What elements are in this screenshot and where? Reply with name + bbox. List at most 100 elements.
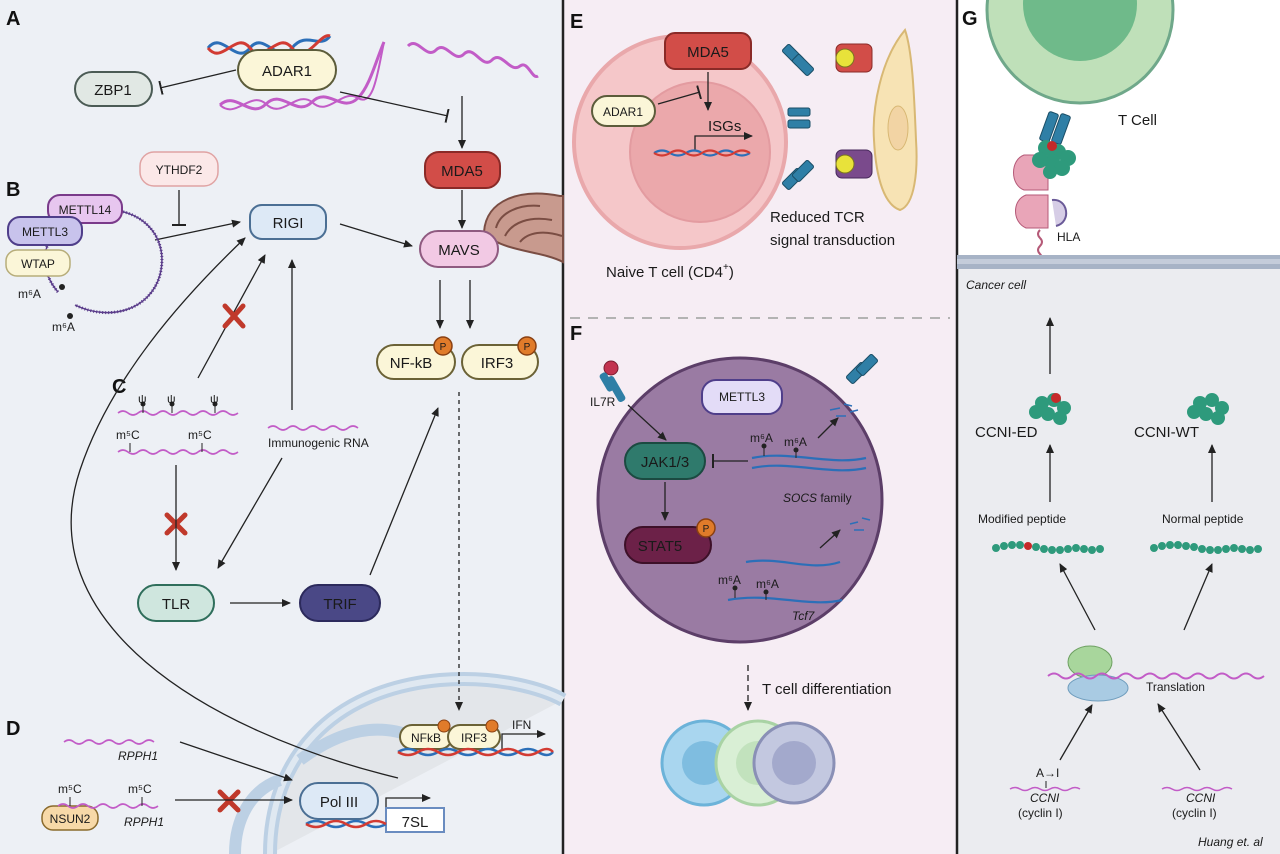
mavs-label: MAVS [438, 242, 479, 259]
cyclin-label: (cyclin I) [1172, 806, 1217, 820]
pol3-label: Pol III [320, 794, 358, 811]
ythdf2-node[interactable] [139, 151, 219, 187]
e-adar1-label: ADAR1 [603, 105, 643, 119]
socs-label: SOCS family [783, 491, 852, 505]
ccni-label: CCNI [1030, 791, 1060, 805]
mettl3-label: METTL3 [22, 225, 68, 239]
nfkb-node[interactable] [376, 344, 456, 380]
m5c-label: m⁵C [116, 428, 140, 442]
irf3-node[interactable] [461, 344, 539, 380]
pol3-node[interactable] [299, 782, 379, 820]
cancer-cell-label: Cancer cell [966, 278, 1026, 292]
irf3-label: IRF3 [481, 355, 514, 372]
reduced-tcr-label-1: Reduced TCR [770, 209, 865, 226]
phospho-dot [485, 719, 499, 733]
e-mda5-node[interactable] [664, 32, 752, 70]
f-mettl3-node[interactable] [701, 379, 783, 415]
phospho-badge [517, 336, 537, 356]
zbp1-label: ZBP1 [94, 82, 132, 99]
t-cell-f [596, 356, 884, 644]
peptide-cluster-icon [1029, 393, 1071, 425]
sl7-box[interactable] [385, 807, 445, 833]
psi-label: ψ [167, 392, 176, 406]
phospho-badge [433, 336, 453, 356]
m6a-dot [793, 447, 799, 453]
tcf7-mrna [727, 559, 843, 604]
jak-node[interactable] [624, 442, 706, 480]
panel-label-b: B [6, 179, 20, 201]
panel-label-g: G [962, 8, 978, 30]
phospho-dot [437, 719, 451, 733]
phospho-label: P [524, 342, 531, 353]
trif-node[interactable] [299, 584, 381, 622]
arrow-socs-decay [817, 417, 839, 439]
inhibit-adar1-mda5 [339, 91, 450, 123]
socs-mrna [751, 454, 867, 472]
arrow-trans-modified [1059, 563, 1096, 631]
dna-helix [653, 149, 751, 157]
ribosome-icon [1067, 645, 1129, 702]
dna-helix [305, 819, 387, 829]
tcr-receptor-icon [846, 354, 878, 384]
panel-label-d: D [6, 718, 20, 740]
peptide-cluster-icon [1187, 393, 1229, 425]
m6a-label: m⁶A [784, 435, 807, 449]
mda5-node[interactable] [424, 151, 501, 189]
psi-dot [212, 401, 218, 407]
arrow-trans-normal [1183, 563, 1213, 631]
m6a-mark [67, 313, 73, 319]
arrow-tcf7-decay [819, 529, 841, 549]
inhibit-adar1-zbp1 [158, 69, 237, 95]
e-mda5-label: MDA5 [687, 44, 729, 61]
mettl14-label: METTL14 [59, 203, 112, 217]
arrow-il7r-jak [627, 404, 667, 441]
m6a-label: m⁶A [718, 573, 741, 587]
nsun2-label: NSUN2 [50, 812, 91, 826]
isgs-promoter-arrow [694, 132, 753, 150]
translation-label: Translation [1146, 680, 1205, 694]
nfkb-label: NF-kB [390, 355, 433, 372]
stat5-node[interactable] [624, 526, 712, 564]
phospho-label: P [440, 342, 447, 353]
rpph1-mod-strand [57, 803, 159, 809]
modified-peptide-label: Modified peptide [978, 512, 1066, 526]
tcr-receptor-icon [782, 44, 814, 190]
mavs-node[interactable] [419, 230, 499, 268]
wtap-label: WTAP [21, 257, 55, 271]
arrow-imm-tlr [217, 457, 283, 569]
wtap-node[interactable] [5, 249, 71, 277]
m6a-dot [732, 585, 738, 591]
hla-label: HLA [1057, 230, 1080, 244]
arrow-ccni-ed-trans [1059, 704, 1093, 761]
rigi-node[interactable] [249, 204, 327, 240]
degraded-rna-icon [829, 403, 859, 417]
adar1-label: ADAR1 [262, 63, 312, 80]
m6a-label: m⁶A [756, 577, 779, 591]
f-mettl3-label: METTL3 [719, 390, 765, 404]
ifn-label: IFN [512, 718, 531, 732]
tlr-node[interactable] [137, 584, 215, 622]
arrow-ccni-wt-trans [1157, 703, 1201, 771]
rpph1-rna-strand [63, 739, 155, 745]
psi-label: ψ [138, 392, 147, 406]
e-adar1-node[interactable] [591, 95, 656, 127]
psi-dot [140, 401, 146, 407]
adar1-node[interactable] [237, 49, 337, 91]
panel-label-a: A [6, 8, 20, 30]
phospho-badge [696, 518, 716, 538]
peptide-chain [1150, 541, 1262, 554]
irf3-nuc-label: IRF3 [461, 731, 487, 745]
immunogenic-rna-label: Immunogenic RNA [268, 436, 369, 450]
psi-label: ψ [210, 392, 219, 406]
mhc-complex-icon [835, 43, 873, 179]
reduced-tcr-label-2: signal transduction [770, 232, 895, 249]
stat5-label: STAT5 [638, 538, 682, 555]
il7r-receptor-icon [599, 360, 626, 403]
degraded-rna-icon [849, 517, 871, 531]
mettl3-node[interactable] [7, 216, 83, 246]
rpph1-label: RPPH1 [124, 815, 164, 829]
sl7-label: 7SL [402, 814, 429, 831]
immunogenic-rna-strand [267, 425, 359, 431]
zbp1-node[interactable] [74, 71, 153, 107]
arrow-trif-irf3 [369, 407, 439, 576]
